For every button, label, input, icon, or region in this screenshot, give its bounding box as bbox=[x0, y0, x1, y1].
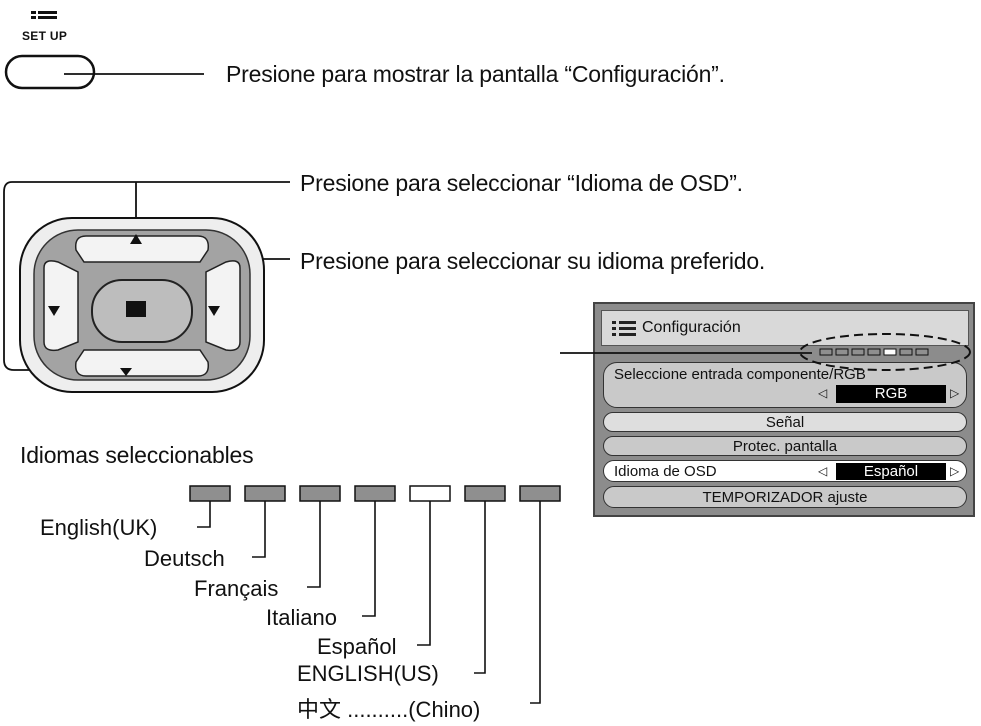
leader-line bbox=[417, 501, 431, 646]
language-box bbox=[409, 485, 451, 502]
language-leader-lines bbox=[197, 501, 541, 704]
arrow-right-icon[interactable]: ▷ bbox=[950, 464, 960, 478]
arrow-left-icon[interactable]: ◁ bbox=[818, 464, 828, 478]
language-box bbox=[354, 485, 396, 502]
mini-language-box bbox=[899, 348, 913, 356]
language-label: Italiano bbox=[266, 605, 337, 630]
setup-button-group: SET UP Presione para mostrar la pantalla… bbox=[0, 0, 981, 110]
menu-language-strip bbox=[560, 333, 971, 371]
mini-language-box bbox=[883, 348, 897, 356]
menu-row-value: RGB bbox=[836, 385, 946, 403]
languages-heading: Idiomas seleccionables bbox=[20, 442, 254, 468]
menu-row-timer[interactable]: TEMPORIZADOR ajuste bbox=[603, 486, 967, 508]
leader-line bbox=[197, 501, 211, 528]
leader-line bbox=[474, 501, 486, 674]
menu-row-label: Señal bbox=[765, 413, 805, 431]
dpad-updown-caption: Presione para seleccionar “Idioma de OSD… bbox=[300, 170, 743, 196]
mini-language-boxes bbox=[819, 348, 929, 356]
menu-title-bar: Configuración bbox=[601, 310, 969, 346]
language-label: Español bbox=[317, 634, 397, 659]
menu-row-label: Idioma de OSD bbox=[614, 463, 717, 480]
mini-language-box bbox=[915, 348, 929, 356]
osd-setup-menu: Configuración Seleccione entrada compone… bbox=[593, 302, 975, 517]
language-label: Français bbox=[194, 576, 279, 601]
dpad-leftright-caption: Presione para seleccionar su idioma pref… bbox=[300, 248, 766, 274]
leader-line bbox=[362, 501, 376, 617]
dpad-left-key bbox=[43, 260, 79, 352]
language-label: Deutsch bbox=[144, 546, 225, 571]
language-boxes-diagram bbox=[189, 485, 561, 704]
arrow-right-icon[interactable]: ▷ bbox=[950, 386, 960, 400]
language-box bbox=[519, 485, 561, 502]
language-box bbox=[244, 485, 286, 502]
language-box bbox=[189, 485, 231, 502]
language-label: ENGLISH(US) bbox=[297, 661, 439, 686]
menu-row-input-select[interactable]: Seleccione entrada componente/RGB ◁ RGB … bbox=[603, 362, 967, 408]
mini-language-box bbox=[819, 348, 833, 356]
menu-row-value: Español bbox=[836, 463, 946, 480]
dpad-left-icon[interactable] bbox=[44, 262, 78, 350]
language-box bbox=[464, 485, 506, 502]
leader-line bbox=[252, 501, 266, 558]
mini-language-box bbox=[867, 348, 881, 356]
menu-lines-icon bbox=[31, 11, 57, 19]
setup-button[interactable] bbox=[4, 50, 214, 94]
dpad-down-icon[interactable] bbox=[86, 350, 198, 376]
dpad-down-key bbox=[74, 349, 210, 377]
dpad-up-icon[interactable] bbox=[86, 236, 198, 262]
setup-caption: Presione para mostrar la pantalla “Confi… bbox=[226, 61, 725, 87]
menu-row-label: Protec. pantalla bbox=[732, 437, 838, 455]
menu-row-label: TEMPORIZADOR ajuste bbox=[702, 488, 868, 506]
menu-row-label: Seleccione entrada componente/RGB bbox=[614, 366, 866, 383]
language-label: 中文 ..........(Chino) bbox=[297, 697, 481, 722]
dpad-right-key bbox=[205, 260, 241, 352]
arrow-left-icon[interactable]: ◁ bbox=[818, 386, 828, 400]
dpad-enter-icon[interactable] bbox=[92, 280, 192, 342]
language-boxes bbox=[189, 485, 561, 502]
menu-row-screensaver[interactable]: Protec. pantalla bbox=[603, 436, 967, 456]
dpad-right-icon[interactable] bbox=[206, 262, 240, 350]
leader-line bbox=[530, 501, 541, 704]
menu-lines-icon bbox=[612, 321, 636, 336]
menu-row-osd-language[interactable]: Idioma de OSD ◁ Español ▷ bbox=[603, 460, 967, 482]
dpad-remote bbox=[3, 181, 290, 393]
mini-language-box bbox=[851, 348, 865, 356]
dpad-up-key bbox=[74, 235, 210, 263]
menu-title: Configuración bbox=[642, 319, 741, 336]
language-label: English(UK) bbox=[40, 515, 158, 540]
setup-button-label: SET UP bbox=[22, 29, 68, 43]
leader-line bbox=[307, 501, 321, 588]
mini-language-box bbox=[835, 348, 849, 356]
menu-row-signal[interactable]: Señal bbox=[603, 412, 967, 432]
language-box bbox=[299, 485, 341, 502]
